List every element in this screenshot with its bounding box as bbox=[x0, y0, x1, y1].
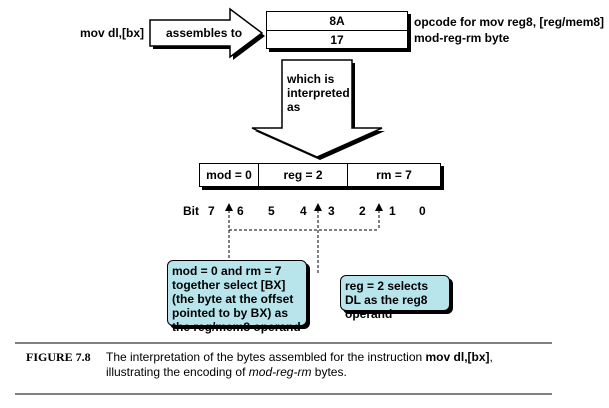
bit-label: Bit bbox=[183, 204, 199, 218]
modregrm-byte: 17 bbox=[330, 33, 344, 47]
caption-italic-term: mod-reg-rm bbox=[248, 365, 312, 379]
caption-text-middle: , bbox=[489, 350, 493, 364]
bit-number: 0 bbox=[419, 204, 426, 218]
interpreted-arrow bbox=[251, 59, 383, 158]
opcode-byte: 8A bbox=[267, 12, 407, 31]
bit-number: 5 bbox=[268, 204, 275, 218]
caption-text-before: The interpretation of the bytes assemble… bbox=[106, 350, 423, 364]
assembles-arrow bbox=[149, 7, 264, 59]
caption-text: The interpretation of the bytes assemble… bbox=[106, 350, 493, 380]
caption-text-after: bytes. bbox=[314, 365, 347, 379]
modregrm-description: mod-reg-rm byte bbox=[414, 31, 510, 45]
assembles-label: assembles to bbox=[166, 26, 243, 40]
byte-stack: 8A 17 bbox=[266, 11, 408, 49]
figure-caption: FIGURE 7.8 The interpretation of the byt… bbox=[26, 350, 566, 380]
caption-line2-before: illustrating the encoding of bbox=[106, 365, 246, 379]
bit-number: 3 bbox=[328, 204, 335, 218]
caption-label: FIGURE 7.8 bbox=[26, 350, 91, 364]
bit-number: 1 bbox=[389, 204, 396, 218]
bit-number: 2 bbox=[359, 204, 366, 218]
caption-instruction: mov dl,[bx] bbox=[425, 350, 490, 364]
leader-arrowheads bbox=[225, 203, 383, 211]
opcode-description: opcode for mov reg8, [reg/mem8] bbox=[414, 15, 605, 29]
mod-field: mod = 0 bbox=[200, 164, 259, 186]
instruction-text: mov dl,[bx] bbox=[80, 26, 145, 40]
mod-rm-callout: mod = 0 and rm = 7 together select [BX] … bbox=[167, 260, 307, 334]
rm-field: rm = 7 bbox=[376, 168, 412, 182]
modregrm-fields: mod = 0 reg = 2 rm = 7 bbox=[199, 163, 441, 187]
leader-lines bbox=[228, 205, 380, 275]
reg-field: reg = 2 bbox=[259, 164, 348, 186]
bit-number: 7 bbox=[208, 204, 215, 218]
bit-number: 4 bbox=[300, 204, 307, 218]
reg-callout: reg = 2 selects DL as the reg8 operand bbox=[340, 275, 450, 321]
interpreted-label: which is interpreted as bbox=[287, 72, 350, 114]
bit-number: 6 bbox=[237, 204, 244, 218]
